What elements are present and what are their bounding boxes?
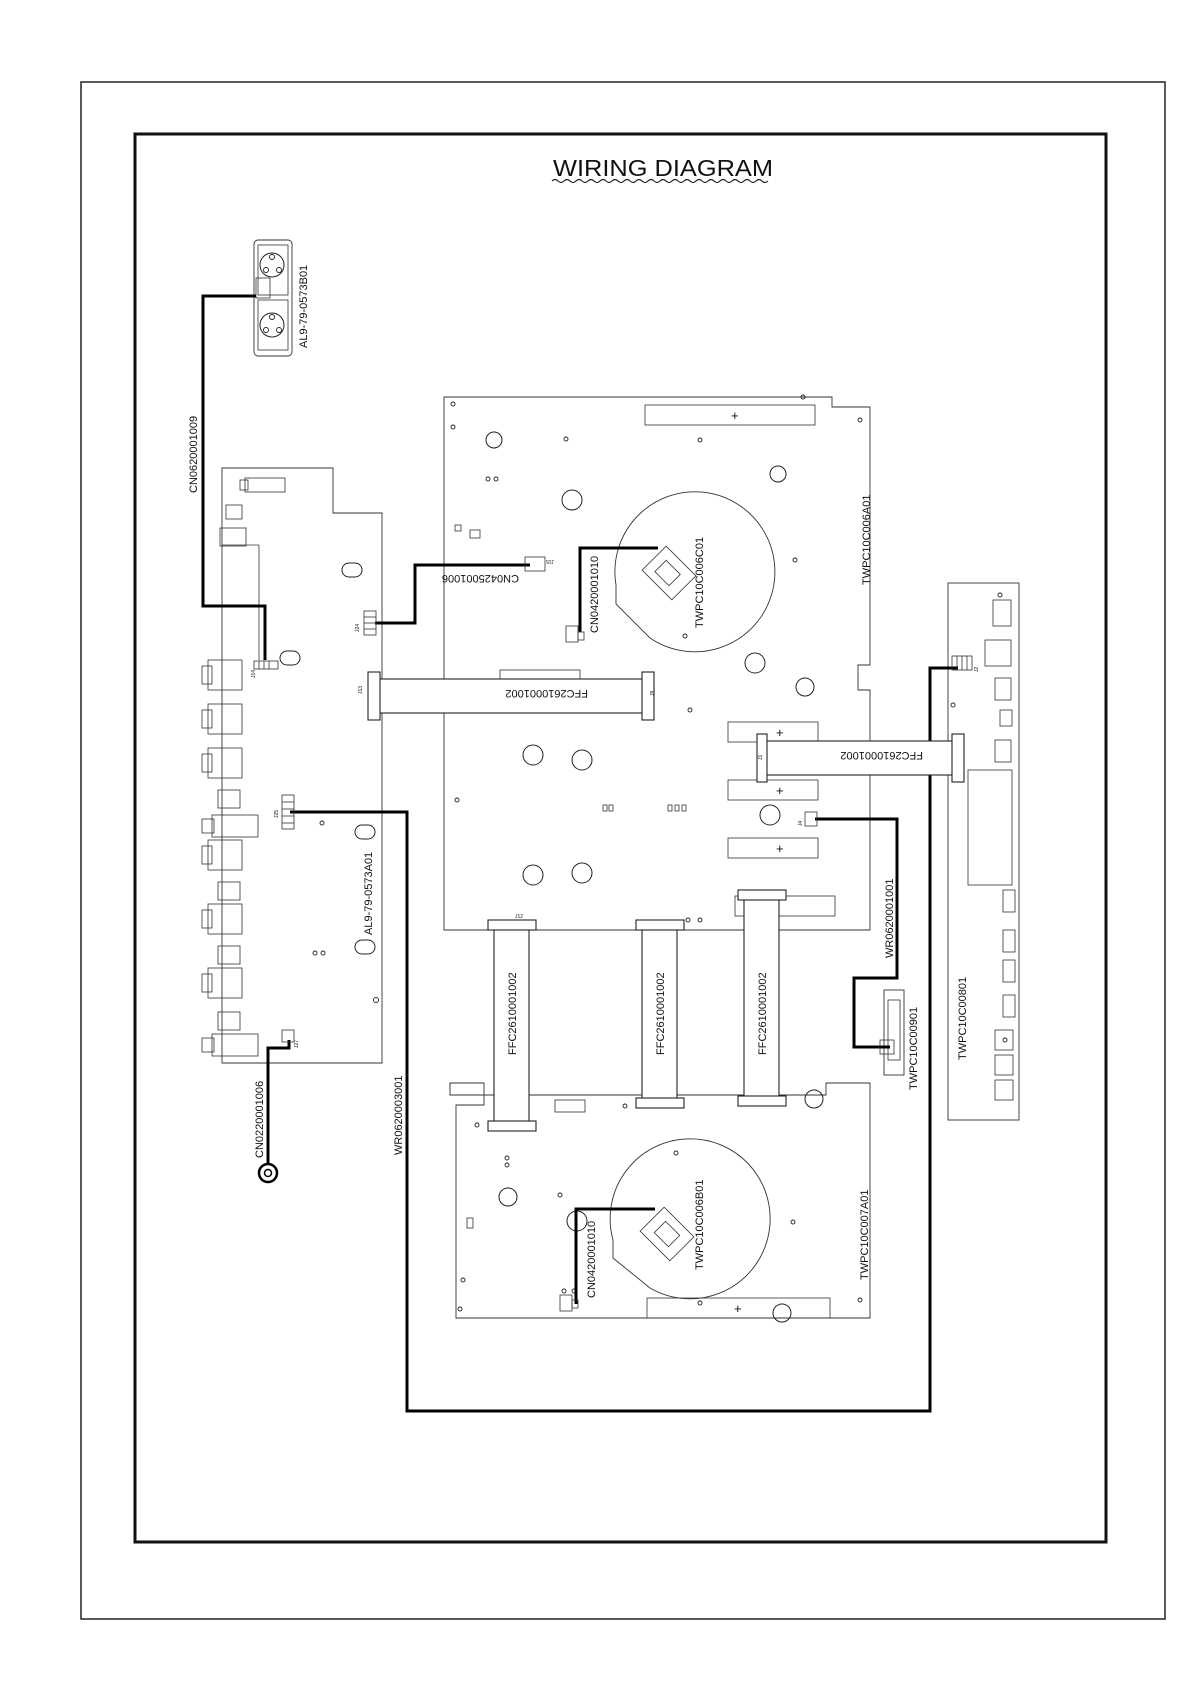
wire-cn0420001010-bottom [574,1207,655,1304]
bottom-board-label: TWPC10C007A01 [859,1190,871,1281]
cable-wr0620001001-label: WR0620001001 [884,878,896,958]
connector-j13: J13 [358,686,364,694]
connector-j1: J1 [758,755,764,761]
wire-wr0620001001 [815,817,899,1049]
svg-text:J27: J27 [294,1040,300,1048]
ffc-vertical-3: FFC2610001002 [737,889,787,1107]
cable-cn0425001006-label: CN0425001006 [442,572,519,584]
svg-text:J14: J14 [251,670,257,678]
ffc-v2-label: FFC2610001002 [655,972,667,1055]
svg-text:+: + [776,783,784,798]
cable-cn0420001010-top-label: CN0420001010 [589,556,601,633]
connector-j10 [565,625,585,643]
svg-text:J24: J24 [355,624,361,632]
connector-bottom-cn [559,1294,579,1312]
connector-j27: J27 [281,1029,300,1048]
svg-text:J4: J4 [798,821,804,827]
svg-text:+: + [734,1301,742,1316]
svg-text:J1: J1 [758,755,764,761]
top-board: + + + + [443,394,873,931]
bottom-board: + TWPC10C007A01 [449,1082,871,1323]
right-board-label: TWPC10C00801 [957,977,969,1060]
diagram-title: WIRING DIAGRAM [553,155,773,181]
ffc-v1-label: FFC2610001002 [507,972,519,1055]
connector-j4: J4 [798,811,818,827]
socket-board-label: AL9-79-0573B01 [298,265,310,348]
ffc-middle-label: FFC2610001002 [505,687,588,699]
svg-text:J2: J2 [974,667,980,673]
svg-text:+: + [776,725,784,740]
svg-text:J12: J12 [515,914,523,920]
left-board-label: AL9-79-0573A01 [363,852,375,935]
bottom-disc-label: TWPC10C006B01 [694,1180,706,1271]
cable-wr0620003001-label: WR0620003001 [393,1075,405,1155]
wire-cn0425001006 [375,563,530,625]
wire-cn0220001006 [266,1040,291,1163]
connector-j24: J24 [355,610,377,636]
title-underline-wavy [551,178,769,184]
svg-text:J9: J9 [650,691,656,697]
cable-cn0620001009-label: CN0620001009 [188,416,200,493]
svg-text:+: + [776,841,784,856]
ffc-right-label: FFC2610001002 [840,749,923,761]
ffc-middle: FFC2610001002 [367,671,655,721]
top-board-label: TWPC10C006A01 [861,495,873,586]
small-board: TWPC10C00901 [883,989,920,1090]
ffc-vertical-1: FFC2610001002 [487,919,537,1132]
svg-text:+: + [731,408,739,423]
wire-cn0620001009 [201,294,267,660]
svg-text:J13: J13 [358,686,364,694]
sheet-border [80,81,1166,1620]
connector-j15: J15 [469,529,554,572]
ffc-right: FFC2610001002 [756,733,965,783]
cable-cn0420001010-bottom-label: CN0420001010 [586,1221,598,1298]
ground-terminal [257,1162,279,1184]
connector-j9: J9 [650,691,656,697]
wire-wr0620003001 [290,666,958,1413]
connector-small-board [879,1039,895,1055]
inner-frame [133,132,1108,1544]
ffc-v3-label: FFC2610001002 [757,972,769,1055]
bottom-disc: TWPC10C006B01 [609,1138,771,1300]
ffc-vertical-2: FFC2610001002 [635,919,685,1109]
wire-cn0420001010-top [578,546,658,632]
connector-j12: J12 [515,914,523,920]
connector-j25: J25 [274,794,295,830]
small-board-label: TWPC10C00901 [908,1007,920,1090]
cable-cn0220001006-label: CN0220001006 [254,1081,266,1158]
connector-j14: J14 [251,660,279,678]
svg-text:J25: J25 [274,810,280,818]
top-disc: TWPC10C006C01 [614,491,776,653]
left-board: AL9-79-0573A01 [201,467,383,1064]
socket-board: AL9-79-0573B01 [253,239,310,357]
svg-text:J15: J15 [546,558,554,564]
right-board: TWPC10C00801 [947,582,1020,1121]
connector-j2: J2 [951,655,980,673]
top-disc-label: TWPC10C006C01 [694,537,706,628]
